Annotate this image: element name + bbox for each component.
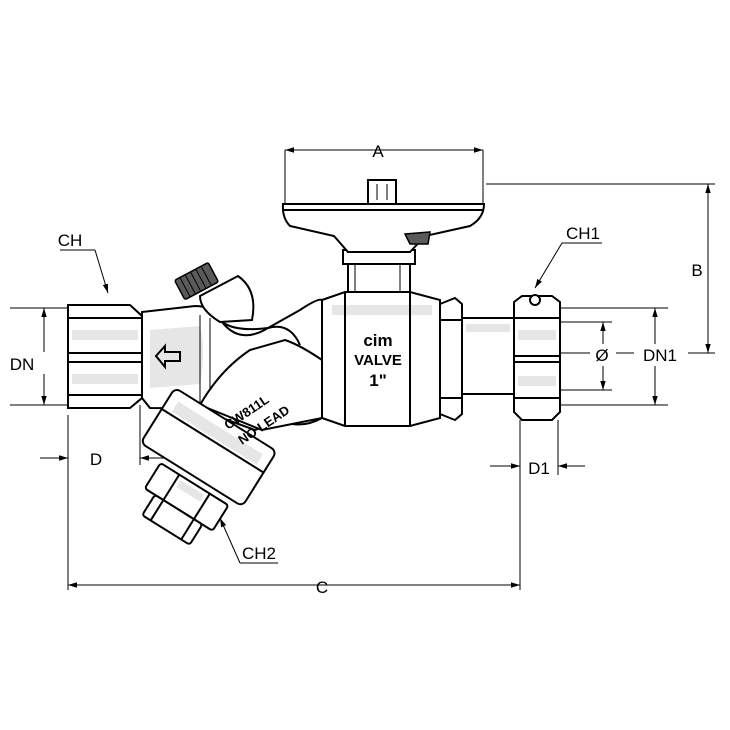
dimension-a-label: A xyxy=(372,142,384,161)
leader-ch-label: CH xyxy=(58,231,83,250)
leader-ch1-label: CH1 xyxy=(566,224,600,243)
dimension-b-label: B xyxy=(691,261,702,280)
leader-ch: CH xyxy=(58,231,109,294)
dimension-d-label: D xyxy=(90,450,102,469)
valve-handle[interactable] xyxy=(281,179,486,253)
right-hex-section xyxy=(439,296,463,422)
dimension-d1: D1 xyxy=(490,420,585,590)
size-marking: 1" xyxy=(369,371,387,390)
arrow-left-icon xyxy=(154,343,181,370)
dimension-d1-label: D1 xyxy=(528,459,550,478)
strainer-cap xyxy=(142,463,229,545)
valve-stem xyxy=(342,249,416,293)
tail-pipe xyxy=(461,317,515,395)
drain-plug xyxy=(174,262,255,324)
dimension-diameter-label: Ø xyxy=(595,346,608,365)
dimension-c: C xyxy=(68,578,520,597)
leader-ch1: CH1 xyxy=(534,224,602,289)
leader-ch2: CH2 xyxy=(219,517,278,564)
valve-body: CW811L NO LEAD cim VALVE 1" xyxy=(67,179,561,545)
ball-valve-body: cim VALVE 1" xyxy=(321,291,441,427)
dimension-d: D xyxy=(40,405,168,590)
brand-marking: cim xyxy=(363,331,392,350)
dimension-a: A xyxy=(284,142,484,205)
leader-ch2-label: CH2 xyxy=(242,544,276,563)
valve-marking: VALVE xyxy=(354,352,402,369)
dimension-c-label: C xyxy=(316,578,328,597)
union-nut xyxy=(513,294,561,421)
dimension-dn-label: DN xyxy=(10,355,35,374)
dimension-dn: DN xyxy=(10,307,68,406)
left-hex-nut xyxy=(67,304,143,409)
dimension-dn1-label: DN1 xyxy=(643,346,677,365)
